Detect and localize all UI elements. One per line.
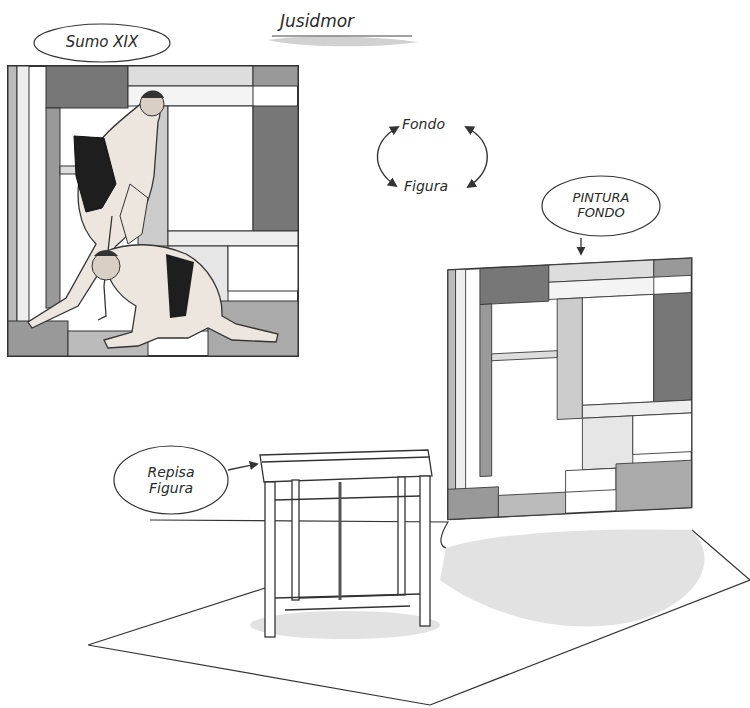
callout-texts: Sumo XIX [42,34,162,51]
leader-arrow [580,238,581,254]
callout-text: Sumo XIX [42,34,162,51]
callout-body: PINTURA FONDO [540,174,662,238]
callout-texts: PINTURA FONDO [559,191,643,221]
ellipse-shape [114,446,228,514]
callout-body: Repisa Figura [112,444,230,516]
ellipse-shape [34,24,170,62]
title-smudge [268,36,418,46]
callout-body: Sumo XIX [32,22,172,64]
floor-outline [88,530,750,705]
cycle-arrow [466,127,487,187]
title-text: Jusidmor [280,12,354,32]
callout-ellipse: PINTURA FONDO [540,174,662,238]
leader-arrow [228,464,257,470]
callout-text: Repisa Figura [135,464,207,496]
ellipse-shape [542,176,660,236]
background-painting [448,258,692,519]
callout-ellipse: Repisa Figura [112,444,230,516]
floor-shadow [440,529,704,626]
sumo-painting [8,66,298,356]
title-underline [272,35,412,36]
callout-texts: Repisa Figura [135,464,207,496]
cycle-arrow [377,127,398,186]
callout-text: PINTURA FONDO [559,191,643,221]
concept-label: Figura [404,178,448,194]
concept-label: Fondo [402,116,445,132]
callout-ellipse: Sumo XIX [32,22,172,64]
pedestal [250,450,440,639]
